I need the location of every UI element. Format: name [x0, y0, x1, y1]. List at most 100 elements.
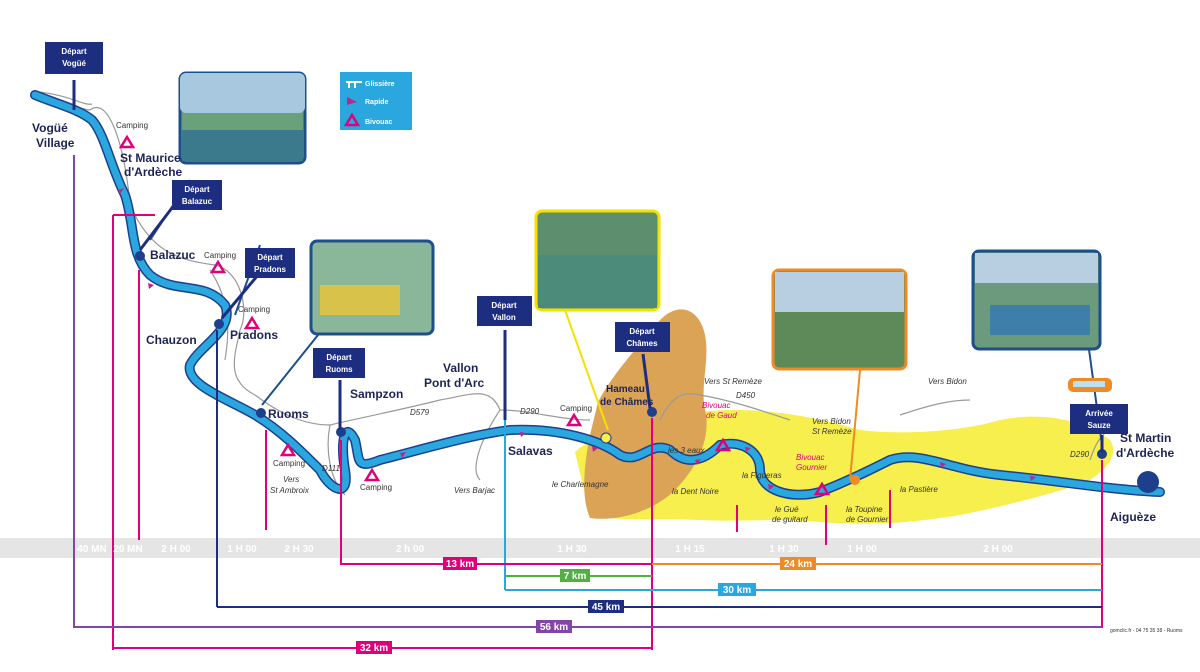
duration-0: 40 MN — [77, 544, 106, 555]
town-stmaurice-1: St Maurice — [120, 151, 181, 165]
town-stmaurice-2: d'Ardèche — [124, 165, 183, 179]
town-balazuc: Balazuc — [150, 248, 196, 262]
town-ruoms: Ruoms — [268, 407, 309, 421]
town-vogue-2: Village — [36, 136, 75, 150]
road-d111: D111 — [322, 464, 340, 473]
depart-vallon-2: Vallon — [492, 313, 516, 322]
gorge-yellow-zone — [575, 410, 1114, 524]
camping-label-4: Camping — [273, 459, 305, 468]
camping-label-2: Camping — [204, 251, 236, 260]
duration-8: 1 H 30 — [769, 544, 799, 555]
spot-gue-2: de guitard — [772, 515, 808, 524]
glissiere-icon — [346, 81, 362, 88]
arrivee-1: Arrivée — [1085, 409, 1113, 418]
departure-signs: Départ Vogüé Départ Balazuc Départ Prado… — [45, 42, 1128, 452]
camping-label-6: Camping — [560, 404, 592, 413]
km-7: 7 km — [564, 571, 587, 582]
rapide-icon — [347, 97, 357, 105]
spot-pastiere: la Pastière — [900, 485, 938, 494]
arrivee-2: Sauze — [1087, 421, 1111, 430]
duration-7: 1 H 15 — [675, 544, 705, 555]
photo-frames — [178, 71, 1102, 371]
road-vers-bidon: Vers Bidon — [928, 377, 967, 386]
depart-pradons-1: Départ — [257, 253, 283, 262]
road-vers-barjac: Vers Barjac — [454, 486, 495, 495]
duration-5: 2 h 00 — [396, 544, 425, 555]
km-32: 32 km — [360, 643, 388, 654]
town-chauzon: Chauzon — [146, 333, 197, 347]
spot-charlemagne: le Charlemagne — [552, 480, 609, 489]
rapids — [118, 188, 1036, 490]
legend-rapide: Rapide — [365, 99, 388, 106]
town-aigueze: Aiguèze — [1110, 510, 1156, 524]
bivouac-gournier-1: Bivouac — [796, 453, 824, 462]
town-vallon-2: Pont d'Arc — [424, 376, 485, 390]
spot-figueras: la Figueras — [742, 471, 782, 480]
road-vers-bidon-remeze-1: Vers Bidon — [812, 417, 851, 426]
town-hameau-1: Hameau — [606, 384, 645, 395]
town-pradons: Pradons — [230, 328, 278, 342]
camping-label-1: Camping — [116, 121, 148, 130]
depart-balazuc-1: Départ — [184, 185, 210, 194]
bivouac-icon — [343, 112, 361, 127]
town-stmartin-1: St Martin — [1120, 431, 1171, 445]
duration-1: 20 MN — [113, 544, 142, 555]
road-vers-ambroix-2: St Ambroix — [270, 486, 310, 495]
road-d450: D450 — [736, 391, 756, 400]
spot-gue-1: le Gué — [775, 505, 799, 514]
road-vers-ambroix-1: Vers — [283, 475, 299, 484]
stmartin-dot — [1097, 449, 1107, 459]
town-salavas: Salavas — [508, 444, 553, 458]
km-24: 24 km — [784, 559, 812, 570]
spot-trois-eaux: les 3 eaux — [668, 446, 705, 455]
distance-badges: 13 km 24 km 7 km 30 km 45 km 56 km 32 km — [356, 557, 816, 654]
km-13: 13 km — [446, 559, 474, 570]
depart-chames-2: Châmes — [626, 339, 658, 348]
duration-3: 1 H 00 — [227, 544, 257, 555]
km-45: 45 km — [592, 602, 620, 613]
balazuc-dot — [135, 251, 145, 261]
depart-pradons-2: Pradons — [254, 265, 287, 274]
town-sampzon: Sampzon — [350, 387, 403, 401]
spot-dent-noire: la Dent Noire — [672, 487, 719, 496]
bivouac-gournier-2: Gournier — [796, 463, 827, 472]
legend-box: Glissière Rapide Bivouac — [340, 72, 412, 130]
camping-label-5: Camping — [360, 483, 392, 492]
town-vogue-1: Vogüé — [32, 121, 68, 135]
gournier-dot — [850, 475, 860, 485]
duration-9: 1 H 00 — [847, 544, 877, 555]
km-56: 56 km — [540, 622, 568, 633]
camping-label-3: Camping — [238, 305, 270, 314]
spot-toupine-1: la Toupine — [846, 505, 883, 514]
legend-bivouac: Bivouac — [365, 119, 392, 126]
km-30: 30 km — [723, 585, 751, 596]
town-hameau-2: de Châmes — [600, 397, 654, 408]
distance-guides — [73, 155, 1103, 650]
town-vallon-1: Vallon — [443, 361, 478, 375]
duration-strip — [0, 538, 1200, 558]
charlemagne-dot — [600, 432, 612, 444]
depart-vogue-2: Vogüé — [62, 59, 86, 68]
pradons-dot — [214, 319, 224, 329]
duration-10: 2 H 00 — [983, 544, 1013, 555]
river-inner — [31, 91, 1164, 499]
depart-vogue-1: Départ — [61, 47, 87, 56]
road-d290-b: D290 — [1070, 450, 1090, 459]
legend-glissiere: Glissière — [365, 81, 395, 88]
depart-chames-1: Départ — [629, 327, 655, 336]
duration-6: 1 H 30 — [557, 544, 587, 555]
depart-ruoms-2: Ruoms — [325, 365, 353, 374]
durations: 40 MN 20 MN 2 H 00 1 H 00 2 H 30 2 h 00 … — [77, 544, 1013, 555]
bivouac-gaud-1: Bivouac — [702, 401, 730, 410]
spot-toupine-2: de Gournier — [846, 515, 889, 524]
depart-vallon-1: Départ — [491, 301, 517, 310]
chames-dot — [647, 407, 657, 417]
depart-balazuc-2: Balazuc — [182, 197, 213, 206]
duration-2: 2 H 00 — [161, 544, 191, 555]
road-d579: D579 — [410, 408, 430, 417]
sea-end-marker — [1137, 471, 1159, 493]
ruoms-dot — [256, 408, 266, 418]
gorge-brown-zone — [584, 309, 707, 519]
camping-markers — [118, 134, 831, 496]
